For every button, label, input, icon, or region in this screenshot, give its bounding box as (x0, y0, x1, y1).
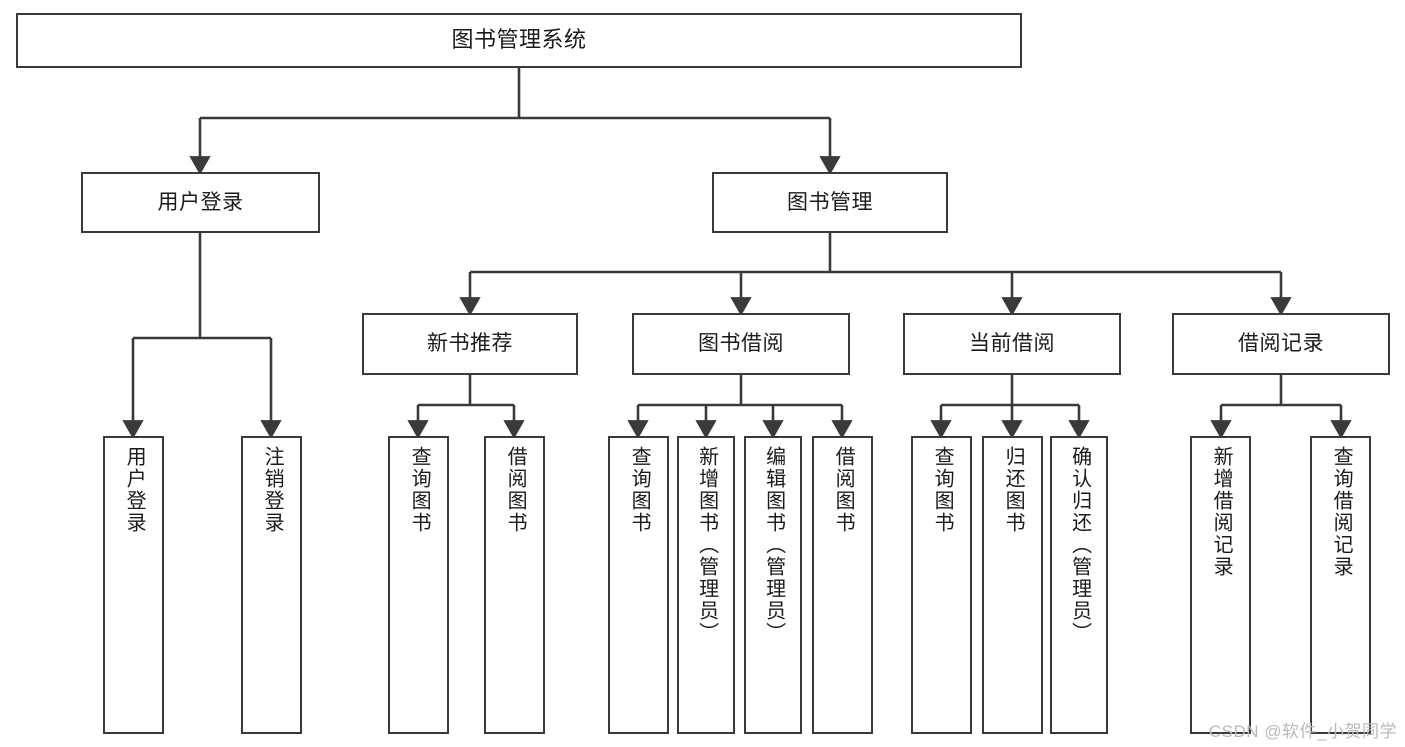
leaf-query-borrow-record-label: 查询借阅记录 (1330, 446, 1353, 578)
node-book-management-label: 图书管理 (787, 190, 873, 214)
leaf-borrow-book[interactable]: 借阅图书 (812, 436, 873, 734)
leaf-query-book-borrow[interactable]: 查询图书 (608, 436, 669, 734)
node-new-book-recommend-label: 新书推荐 (427, 332, 513, 356)
leaf-borrow-book-label: 借阅图书 (832, 446, 855, 534)
watermark: CSDN @软件_小贺同学 (1208, 722, 1397, 741)
leaf-user-login-label: 用户登录 (123, 446, 146, 534)
leaf-return-book[interactable]: 归还图书 (982, 436, 1043, 734)
leaf-user-logout[interactable]: 注销登录 (241, 436, 302, 734)
leaf-add-book-admin-label: 新增图书（管理员） (695, 446, 718, 644)
leaf-confirm-return-admin-label: 确认归还（管理员） (1068, 446, 1091, 644)
node-user-login-label: 用户登录 (157, 190, 244, 214)
node-current-borrow[interactable]: 当前借阅 (903, 313, 1121, 375)
leaf-user-login[interactable]: 用户登录 (103, 436, 164, 734)
leaf-confirm-return-admin[interactable]: 确认归还（管理员） (1050, 436, 1108, 734)
node-borrow-record[interactable]: 借阅记录 (1172, 313, 1390, 375)
leaf-query-borrow-record[interactable]: 查询借阅记录 (1310, 436, 1371, 734)
node-book-borrow[interactable]: 图书借阅 (632, 313, 850, 375)
leaf-query-book-borrow-label: 查询图书 (628, 446, 651, 534)
leaf-add-book-admin[interactable]: 新增图书（管理员） (677, 436, 735, 734)
leaf-return-book-label: 归还图书 (1002, 446, 1025, 534)
node-current-borrow-label: 当前借阅 (969, 332, 1055, 356)
leaf-query-book-recommend-label: 查询图书 (408, 446, 431, 534)
node-borrow-record-label: 借阅记录 (1238, 332, 1324, 356)
node-new-book-recommend[interactable]: 新书推荐 (362, 313, 578, 375)
leaf-edit-book-admin[interactable]: 编辑图书（管理员） (744, 436, 802, 734)
node-root[interactable]: 图书管理系统 (16, 13, 1022, 68)
leaf-edit-book-admin-label: 编辑图书（管理员） (762, 446, 785, 644)
leaf-query-book-current[interactable]: 查询图书 (911, 436, 972, 734)
leaf-add-borrow-record-label: 新增借阅记录 (1210, 446, 1233, 578)
leaf-user-logout-label: 注销登录 (261, 446, 284, 534)
node-root-label: 图书管理系统 (451, 27, 587, 53)
leaf-query-book-recommend[interactable]: 查询图书 (388, 436, 449, 734)
leaf-borrow-book-recommend[interactable]: 借阅图书 (484, 436, 545, 734)
leaf-query-book-current-label: 查询图书 (931, 446, 954, 534)
leaf-borrow-book-recommend-label: 借阅图书 (504, 446, 527, 534)
node-book-management[interactable]: 图书管理 (712, 172, 948, 233)
node-book-borrow-label: 图书借阅 (698, 332, 784, 356)
node-user-login[interactable]: 用户登录 (81, 172, 320, 233)
leaf-add-borrow-record[interactable]: 新增借阅记录 (1190, 436, 1251, 734)
